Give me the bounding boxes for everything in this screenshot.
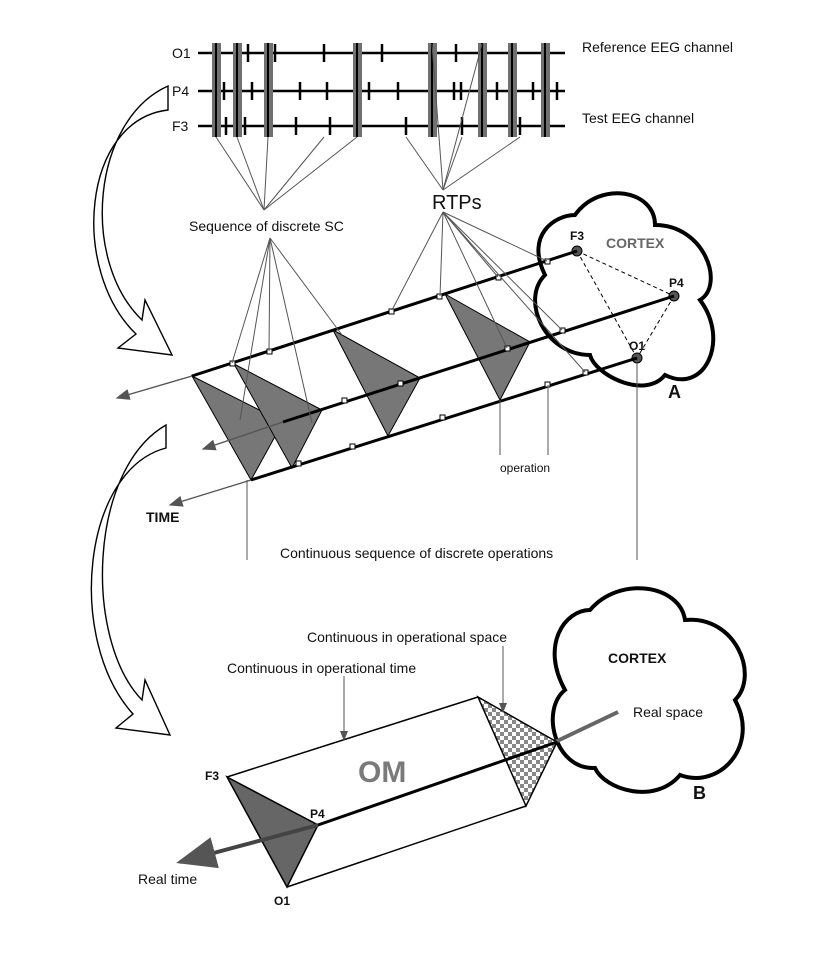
channel-label-p4: P4 [172,83,189,99]
reference-channel-caption: Reference EEG channel [582,39,733,55]
real-time-axis [176,823,319,869]
real-space-label: Real space [633,704,703,720]
cortex-outline-b [550,586,747,794]
eeg-channels: O1 P4 F3 Reference EEG channel Test EEG … [172,39,733,137]
panel-label-b: B [693,783,706,803]
channel-label-f3: F3 [172,118,189,134]
operation-triangle [232,362,323,470]
time-arrows [115,375,284,507]
sc-bar-cores [215,43,546,137]
prism-label-p4: P4 [310,807,325,821]
cortex-label-a: CORTEX [606,235,665,251]
om-start-face [225,775,319,889]
operation-triangle [331,328,421,438]
electrode-label-p4: P4 [669,276,684,290]
channel-label-o1: O1 [172,45,191,61]
electrode-label-f3: F3 [570,229,584,243]
om-end-face [476,695,558,808]
cortex-label-b: CORTEX [608,650,667,666]
sc-label: Sequence of discrete SC [189,218,344,234]
discrete-triangles [190,292,531,482]
test-channel-caption: Test EEG channel [582,110,694,126]
curved-arrow-upper [93,84,174,356]
operation-triangle [443,292,531,402]
cortex-outline-a [533,191,716,388]
real-space-axis [554,710,619,744]
om-label: OM [358,756,406,789]
spike-ticks [222,44,559,135]
electrode-triangle [576,250,675,359]
rtps-label: RTPs [432,192,482,214]
cont-time-label: Continuous in operational time [227,660,416,676]
operation-label: operation [500,461,550,475]
electrode-label-o1: O1 [629,339,645,353]
cont-space-label: Continuous in operational space [307,629,507,645]
real-time-label: Real time [138,871,197,887]
time-line-p4 [282,294,675,424]
panel-label-a: A [668,382,681,402]
pointer-lines-a [231,211,638,560]
prism-label-o1: O1 [274,894,290,908]
operation-triangle [190,374,284,482]
time-label: TIME [146,509,179,525]
continuous-sequence-label: Continuous sequence of discrete operatio… [280,545,553,561]
rtp-markers [229,258,589,467]
sc-pointer-lines [215,43,521,211]
curved-arrow-middle [90,423,172,736]
time-line-f3 [191,249,578,378]
pointer-arrows-b [340,646,507,741]
om-prism [225,695,558,889]
prism-label-f3: F3 [205,769,219,783]
